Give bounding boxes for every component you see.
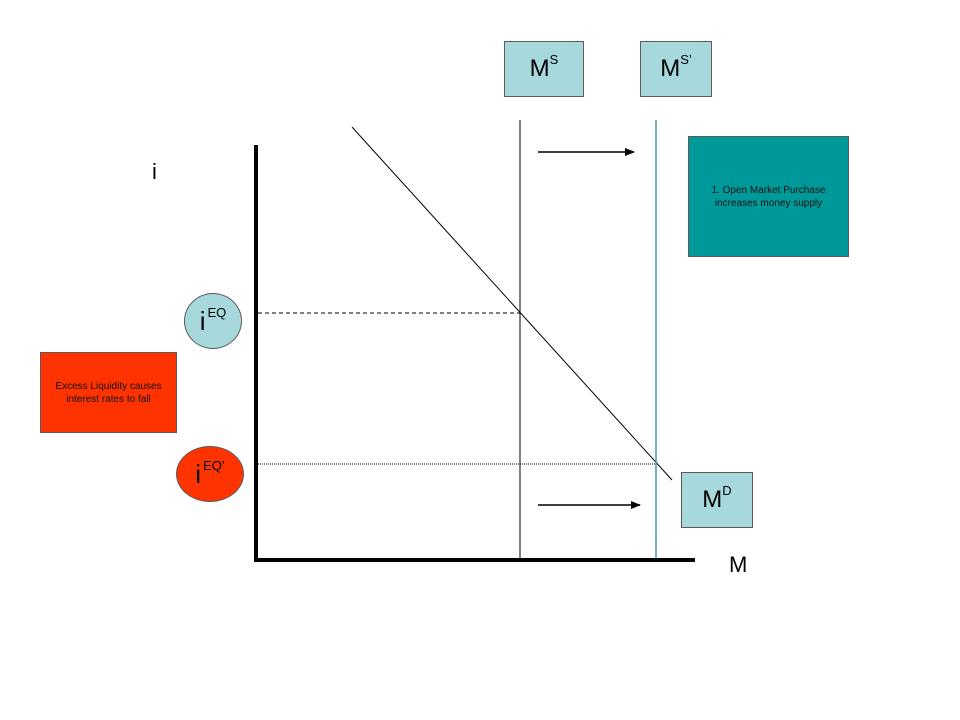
money-demand-label-base: M — [702, 486, 723, 513]
money-supply-new-label-sup: S’ — [680, 51, 692, 67]
excess-liquidity-note: Excess Liquidity causes interest rates t… — [40, 352, 177, 433]
open-market-note-text: 1. Open Market Purchase increases money … — [711, 184, 826, 209]
money-supply-label-sup: S — [549, 51, 559, 67]
new-equilibrium-rate-label-sup: EQ’ — [203, 457, 225, 473]
new-equilibrium-rate-label-base: i — [195, 458, 202, 489]
money-supply-label-base: M — [529, 55, 550, 82]
open-market-note: 1. Open Market Purchase increases money … — [688, 136, 849, 257]
equilibrium-rate-label-sup: EQ — [207, 304, 227, 320]
x-axis-label: M — [729, 552, 748, 577]
equilibrium-rate-label-base: i — [199, 305, 206, 336]
money-demand-curve — [351, 126, 673, 481]
money-demand-label-sup: D — [722, 482, 732, 498]
y-axis-label: i — [152, 159, 157, 184]
excess-liquidity-note-text: Excess Liquidity causes interest rates t… — [55, 380, 162, 405]
money-supply-new-label-base: M — [660, 55, 681, 82]
